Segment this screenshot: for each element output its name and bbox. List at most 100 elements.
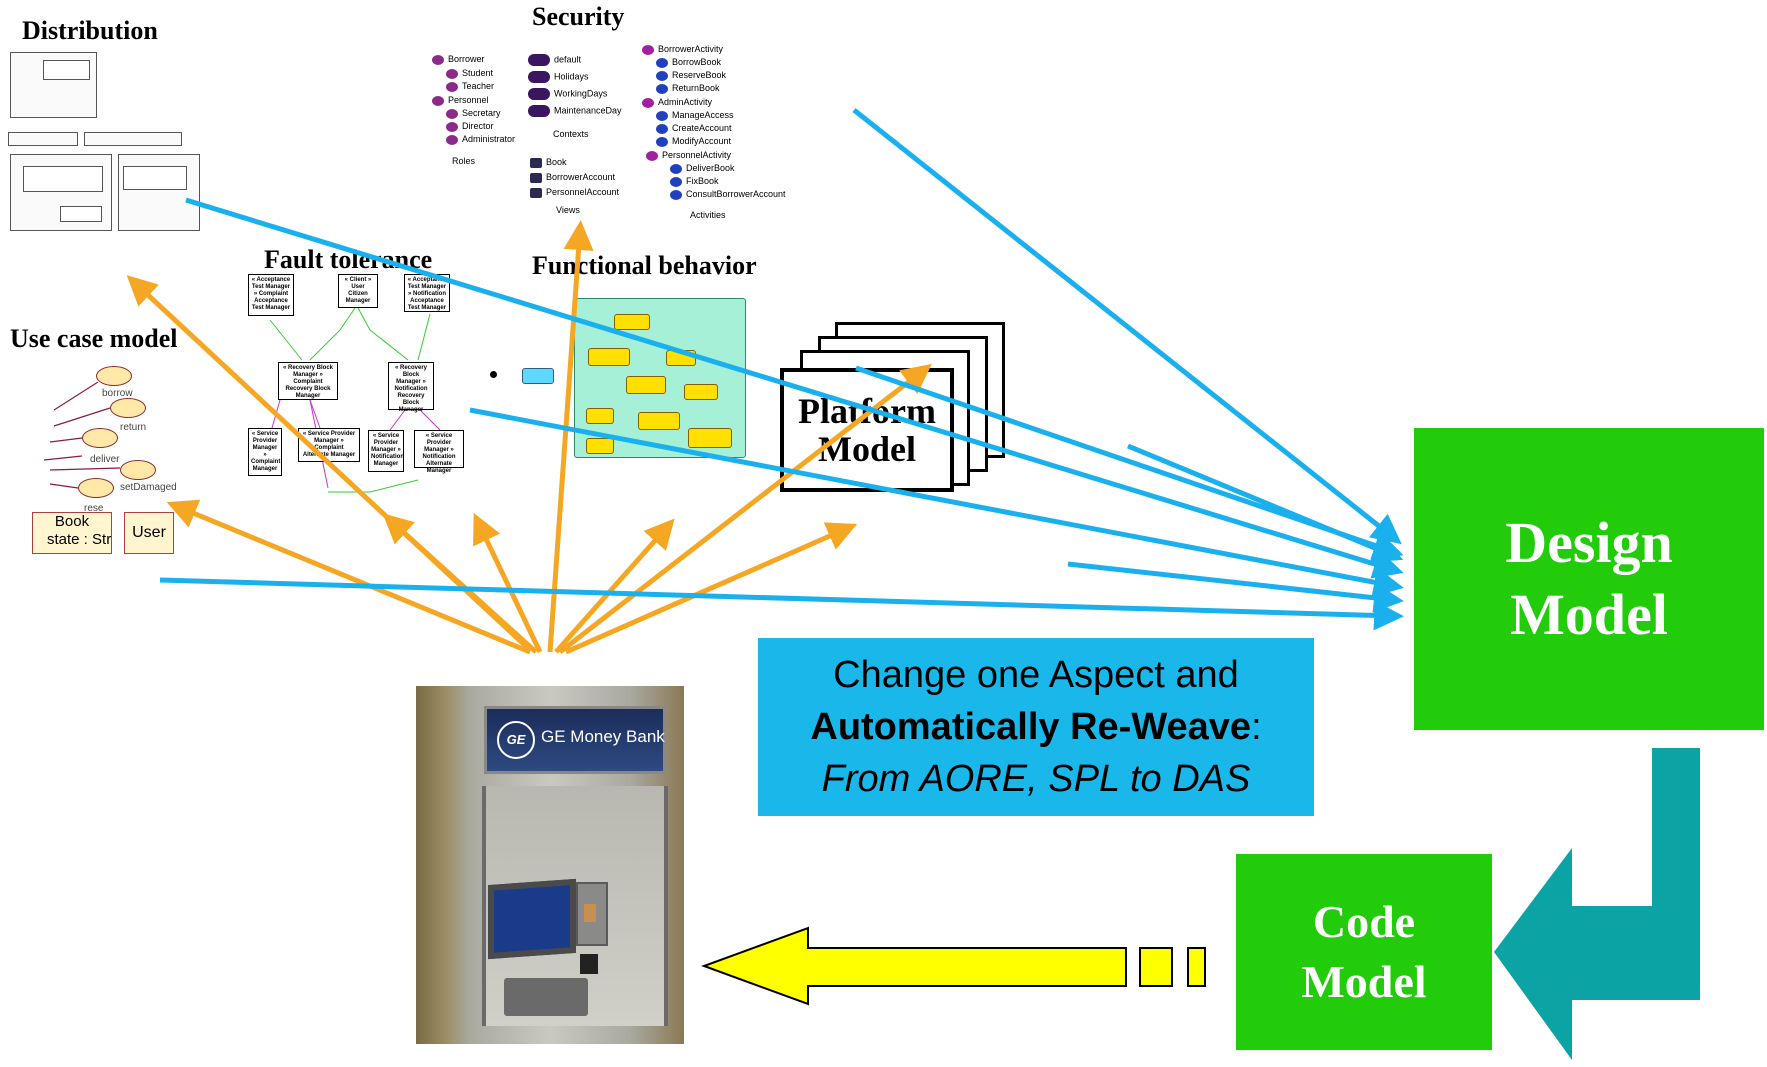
activity-icon [670,176,682,187]
security-title: Security [532,2,625,31]
role-label: Secretary [462,108,501,118]
activity-icon [670,189,682,200]
orange-arrow-to-statechart [564,522,858,655]
role-label: Teacher [462,81,495,91]
activity-label: PersonnelActivity [662,150,732,160]
activity-label: ReserveBook [672,70,727,80]
activity-icon [656,70,668,81]
ft-box: « Recovery Block Manager » Complaint Rec… [278,362,338,400]
callout-colon: : [1251,706,1262,748]
statechart-initial-dot [490,371,497,378]
view-icon [530,172,542,183]
activity-icon [656,83,668,94]
role-icon [446,121,458,132]
activity-label: ConsultBorrowerAccount [686,189,786,199]
activity-icon [642,97,654,108]
activity-label: ModifyAccount [672,136,732,146]
activity-label: BorrowerActivity [658,44,724,54]
code-model-box: Code Model [1236,854,1492,1050]
activities-caption: Activities [690,210,726,220]
contexts-caption: Contexts [553,129,589,139]
statechart-state [666,350,696,366]
blue-arrow-from-platform-2 [1067,561,1404,613]
class-book: Book state : Str [32,512,112,554]
statechart-idle-state [522,368,554,384]
use-case-diagram: borrow return deliver setDamaged rese rv… [28,360,198,590]
design-model-label-2: Model [1510,582,1668,647]
orange-arrow-to-use-case [166,499,531,655]
callout-bold-text: Automatically Re-Weave [810,706,1252,748]
security-views-list: Book BorrowerAccount PersonnelAccount Vi… [520,155,640,220]
callout-line-1: Change one Aspect and [833,654,1239,696]
role-icon [432,54,444,65]
orange-arrow-to-functional [554,518,675,654]
activity-label: CreateAccount [672,123,732,133]
class-user: User [124,512,174,554]
class-book-attr: state : Str [47,531,111,548]
ft-box: « Service Provider Manager » Complaint M… [248,428,282,476]
view-label: Book [546,157,567,167]
statechart-state [688,428,732,448]
activity-icon [656,123,668,134]
statechart-state [638,412,680,430]
use-case-label: rese [84,503,104,514]
use-case-model-title: Use case model [10,324,178,353]
code-model-label-1: Code [1312,896,1416,947]
activity-label: ReturnBook [672,83,720,93]
view-label: BorrowerAccount [546,172,616,182]
role-label: Administrator [462,134,516,144]
statechart-state [614,314,650,330]
callout-line-3: From AORE, SPL to DAS [821,758,1251,800]
role-icon [446,68,458,79]
view-icon [530,157,542,168]
atm-dispenser-slot [580,954,598,974]
statechart-state [684,384,718,400]
activity-icon [656,57,668,68]
context-label: MaintenanceDay [554,105,622,116]
use-case-ellipse [96,366,132,386]
activity-label: ManageAccess [672,110,734,120]
role-label: Student [462,68,494,78]
ft-box: « Service Provider Manager » Notificatio… [368,430,404,472]
callout-line-2: Automatically Re-Weave: [810,701,1261,753]
role-label: Personnel [448,95,489,105]
security-roles-tree: Borrower Student Teacher Personnel Secre… [432,52,522,172]
atm-header-panel: GE GE Money Bank [484,706,666,774]
context-label: WorkingDays [554,88,608,99]
activity-label: BorrowBook [672,57,722,67]
atm-card-slot-inner [584,904,596,922]
context-icon [528,88,550,100]
context-label: default [554,54,582,65]
blue-arrow-from-use-case [159,577,1404,631]
ft-box: « Service Provider Manager » Complaint A… [298,428,360,462]
platform-model-label-1: Platform [798,391,936,431]
code-model-label-2: Model [1301,956,1427,1007]
functional-behavior-title: Functional behavior [532,251,757,280]
activity-icon [646,150,658,161]
distribution-title: Distribution [22,16,158,45]
use-case-actor-links [43,381,121,489]
yellow-arrow-code-to-atm [701,926,1206,1006]
role-icon [446,108,458,119]
use-case-ellipse [82,428,118,448]
ft-box: « Acceptance Test Manager » Complaint Ac… [248,274,294,316]
context-icon [528,105,550,117]
role-icon [446,81,458,92]
views-caption: Views [556,205,580,215]
ft-box: « Client » User Citizen Manager [338,274,378,308]
security-activities-tree: BorrowerActivity BorrowBook ReserveBook … [642,42,792,227]
reweave-callout: Change one Aspect and Automatically Re-W… [758,638,1314,816]
atm-bank-name: GE Money Bank [541,727,665,746]
activity-label: AdminActivity [658,97,713,107]
statechart-state [586,408,614,424]
use-case-ellipse [78,478,114,498]
fault-tolerance-diagram: « Acceptance Test Manager » Complaint Ac… [240,270,480,510]
platform-model-box: Platform Model [780,368,954,492]
ft-box: « Acceptance Test Manager » Notification… [404,274,450,312]
context-icon [528,54,550,66]
view-icon [530,187,542,198]
activity-icon [670,163,682,174]
role-icon [432,95,444,106]
ge-logo: GE [497,721,535,759]
design-model-box: Design Model [1414,428,1764,730]
